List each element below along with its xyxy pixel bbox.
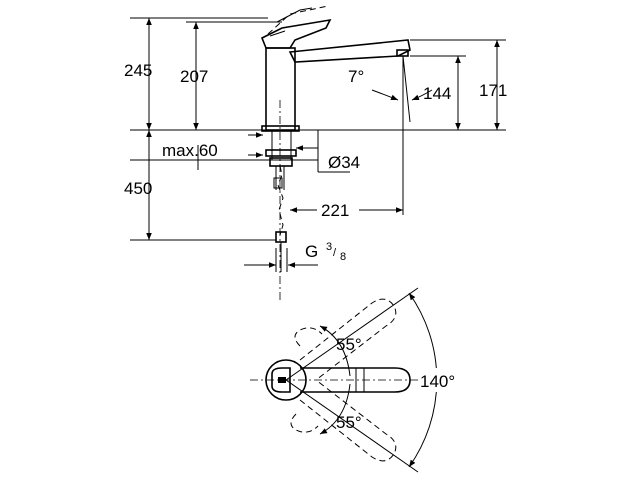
jet-angle-left-arrow: [371, 89, 399, 101]
plan-lever-angle-up: 55°: [336, 335, 362, 354]
dimension-thread-denominator: 8: [340, 251, 346, 263]
plan-lever-arc-down: [319, 383, 351, 435]
dimension-outlet-clearance: 144: [423, 84, 451, 103]
hose-clip: [273, 177, 283, 189]
plan-axis-upper: [285, 287, 419, 381]
side-elevation-view: 245 207 171 144 7° max.60 Ø34 450: [124, 5, 507, 300]
dimension-thread-numerator: 3: [326, 241, 332, 253]
dimension-total-height: 245: [124, 61, 152, 80]
plan-spout-rotated-up: [299, 298, 397, 381]
plan-cartridge-cap: [271, 367, 291, 393]
plan-lever-arc-up: [319, 325, 351, 377]
dimension-max-thickness: max.60: [162, 141, 218, 160]
dimension-thread-prefix: G: [305, 242, 318, 261]
lever-handle: [260, 18, 332, 49]
jet-tilted-axis: [402, 55, 411, 123]
dimension-outlet-height: 171: [479, 81, 507, 100]
plan-view: 140° 55° 55°: [250, 287, 470, 473]
plan-lever-up-position: [294, 327, 323, 347]
plan-lever-down-position: [290, 413, 319, 433]
lever-handle-detail: [269, 7, 313, 37]
dimension-thread-separator: /: [333, 247, 337, 259]
dimension-spout-height: 207: [180, 67, 208, 86]
faucet-base-ring: [261, 125, 300, 132]
spout: [288, 39, 411, 63]
hose-fitting: [275, 231, 287, 243]
fixing-nut: [265, 149, 297, 157]
jet-angle-right-arrow: [411, 89, 433, 101]
fixing-washer: [269, 157, 293, 167]
plan-lever-angle-down: 55°: [336, 413, 362, 432]
lever-handle-raised-position: [267, 5, 329, 35]
mounting-stud: [271, 130, 292, 161]
plan-rotation-angle: 140°: [420, 372, 455, 391]
dimension-tilt-angle: 7°: [348, 67, 364, 86]
plan-spout-rotated-down: [299, 379, 397, 462]
dimension-hose-length: 450: [124, 179, 152, 198]
dimension-reach: 221: [321, 201, 349, 220]
dimension-hole-diameter: Ø34: [328, 153, 360, 172]
faucet-body: [265, 47, 296, 131]
plan-axis-lower: [285, 379, 419, 473]
flexible-hose: [277, 165, 284, 236]
